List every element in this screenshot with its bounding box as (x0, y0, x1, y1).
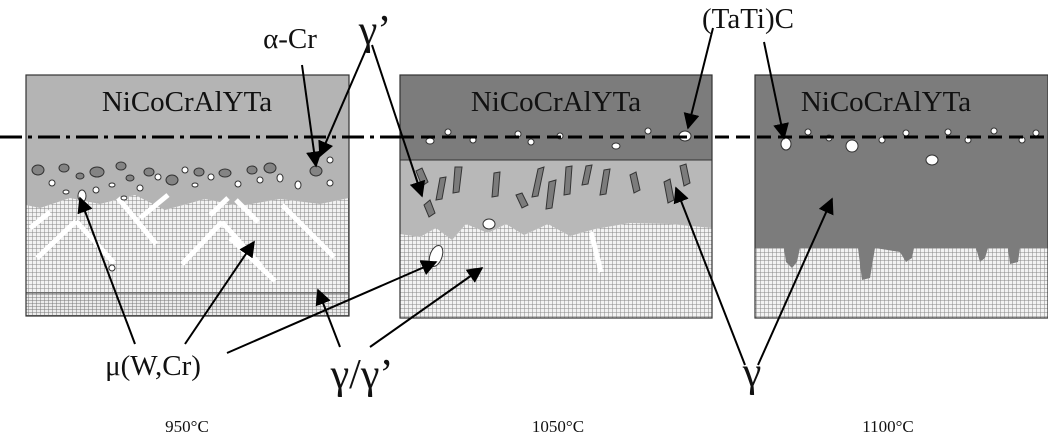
label-gamma: γ (742, 350, 762, 396)
label-tati-c: (TaTi)C (702, 3, 794, 35)
label-gamma-gamma-prime: γ/γ’ (330, 352, 394, 398)
temperature-950: 950°C (165, 417, 209, 436)
mu-needle-1050 (588, 231, 604, 273)
annotation-arrows (77, 27, 834, 366)
coating-1100 (755, 75, 1048, 280)
panel-title-1100: NiCoCrAlYTa (801, 86, 971, 118)
coating-1050 (400, 75, 712, 160)
panel-950: NiCoCrAlYTa (25, 74, 350, 317)
panel-1050: NiCoCrAlYTa (399, 74, 713, 319)
alpha-cr-particles-950 (31, 161, 323, 186)
label-alpha-cr: α-Cr (263, 23, 317, 55)
substrate-bottom-band-950 (26, 293, 349, 316)
panel-title-950: NiCoCrAlYTa (102, 86, 272, 118)
temperature-1100: 1100°C (862, 417, 914, 436)
temperature-1050: 1050°C (532, 417, 584, 436)
panel-1100: NiCoCrAlYTa (754, 74, 1048, 319)
label-mu-w-cr: μ(W,Cr) (105, 350, 201, 382)
panel-title-1050: NiCoCrAlYTa (471, 86, 641, 118)
coating-950 (26, 75, 349, 210)
carbide-particles-950 (48, 156, 334, 272)
needle-precipitates-1050 (415, 163, 691, 218)
label-gamma-prime: γ’ (358, 8, 392, 54)
